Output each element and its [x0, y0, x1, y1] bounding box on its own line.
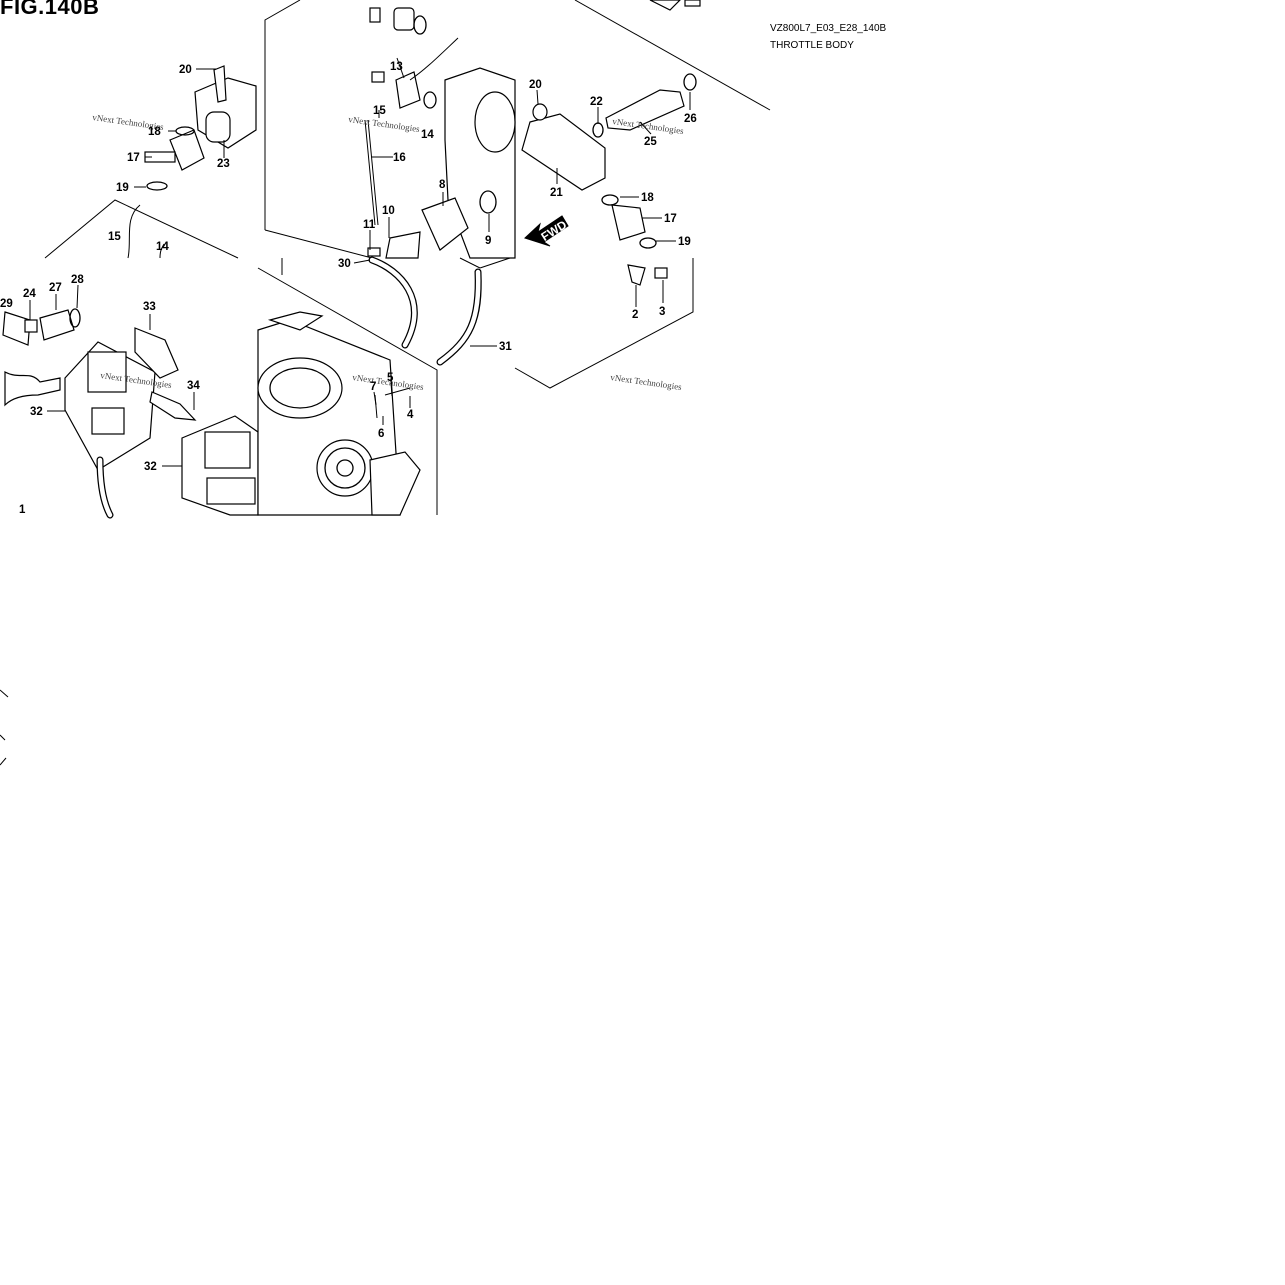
- callout-6: 6: [378, 428, 384, 440]
- callout-10: 10: [382, 205, 395, 217]
- callout-14: 14: [156, 241, 169, 253]
- throttle-body-lower: [257, 311, 421, 516]
- throttle-body-main: [367, 67, 516, 259]
- callout-19: 19: [116, 182, 129, 194]
- watermark: vNext Technologies: [610, 372, 683, 392]
- callout-28: 28: [71, 274, 84, 286]
- callout-21: 21: [550, 187, 563, 199]
- callout-22: 22: [590, 96, 603, 108]
- callout-13: 13: [390, 61, 403, 73]
- callout-8: 8: [439, 179, 446, 191]
- callout-1: 1: [19, 504, 26, 516]
- callout-16: 16: [393, 152, 406, 164]
- callout-14: 14: [421, 129, 434, 141]
- callout-3: 3: [659, 306, 665, 318]
- callout-15: 15: [108, 231, 121, 243]
- center-sensor-assembly: [364, 7, 459, 226]
- callout-27: 27: [49, 282, 62, 294]
- leader-lines: [29, 57, 691, 467]
- hoses: [368, 256, 482, 366]
- callout-11: 11: [363, 219, 376, 231]
- callout-9: 9: [485, 235, 491, 247]
- figure-subtitle: THROTTLE BODY: [770, 40, 854, 51]
- left-injector-assembly: [144, 65, 257, 191]
- callout-7: 7: [370, 381, 376, 393]
- callout-33: 33: [143, 301, 156, 313]
- callouts: 20 18 17 23 19 15 14 29 24 27 28 33 34 3…: [0, 61, 697, 516]
- callout-32: 32: [30, 406, 43, 418]
- callout-19: 19: [678, 236, 691, 248]
- callout-4: 4: [407, 409, 414, 421]
- callout-2: 2: [632, 309, 638, 321]
- callout-18: 18: [148, 126, 161, 138]
- watermark: vNext Technologies: [348, 114, 421, 134]
- callout-17: 17: [664, 213, 677, 225]
- callout-18: 18: [641, 192, 654, 204]
- fwd-arrow: FWD: [524, 215, 569, 247]
- callout-5: 5: [387, 372, 394, 384]
- callout-20: 20: [529, 79, 542, 91]
- callout-17: 17: [127, 152, 140, 164]
- panel-outlines: [0, 0, 771, 766]
- right-injector-assembly: [521, 0, 701, 286]
- figure-title: FIG.140B: [0, 0, 100, 19]
- callout-31: 31: [499, 341, 512, 353]
- figure-code: VZ800L7_E03_E28_140B: [770, 23, 887, 34]
- callout-23: 23: [217, 158, 230, 170]
- left-sensor-assembly: [2, 204, 259, 519]
- callout-29: 29: [0, 298, 13, 310]
- callout-26: 26: [684, 113, 697, 125]
- callout-20: 20: [179, 64, 192, 76]
- callout-25: 25: [644, 136, 657, 148]
- callout-32: 32: [144, 461, 157, 473]
- callout-15: 15: [373, 105, 386, 117]
- callout-34: 34: [187, 380, 200, 392]
- callout-30: 30: [338, 258, 351, 270]
- callout-24: 24: [23, 288, 36, 300]
